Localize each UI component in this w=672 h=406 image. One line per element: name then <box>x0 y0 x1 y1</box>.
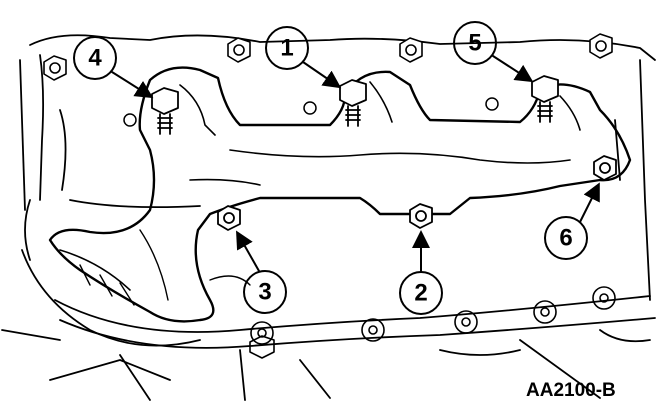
callout-4: 4 <box>73 36 154 99</box>
callout-3-label: 3 <box>258 279 271 306</box>
bolt-position-3 <box>217 205 241 231</box>
stud-position-1 <box>339 79 367 127</box>
bolt-position-2 <box>409 203 433 229</box>
callout-1-label: 1 <box>280 35 293 62</box>
head-bolt-1 <box>227 37 251 63</box>
callout-4-label: 4 <box>88 45 102 72</box>
lower-rail-bolt-rings <box>249 286 616 359</box>
callout-6-label: 6 <box>559 225 572 252</box>
stud-position-5 <box>531 75 559 123</box>
head-bolt-4 <box>43 55 67 81</box>
callout-6: 6 <box>544 182 600 260</box>
exhaust-manifold <box>48 66 632 323</box>
callout-2: 2 <box>399 230 443 315</box>
callout-5-label: 5 <box>468 30 481 57</box>
callout-2-label: 2 <box>414 280 427 307</box>
callout-5: 5 <box>453 21 534 83</box>
callout-1: 1 <box>265 26 342 89</box>
head-bolt-3 <box>589 33 613 59</box>
head-bolt-2 <box>399 37 423 63</box>
figure-id: AA2100-B <box>526 380 616 401</box>
bolt-position-6 <box>593 155 617 181</box>
stud-position-4 <box>151 87 179 135</box>
callout-3: 3 <box>236 230 287 314</box>
